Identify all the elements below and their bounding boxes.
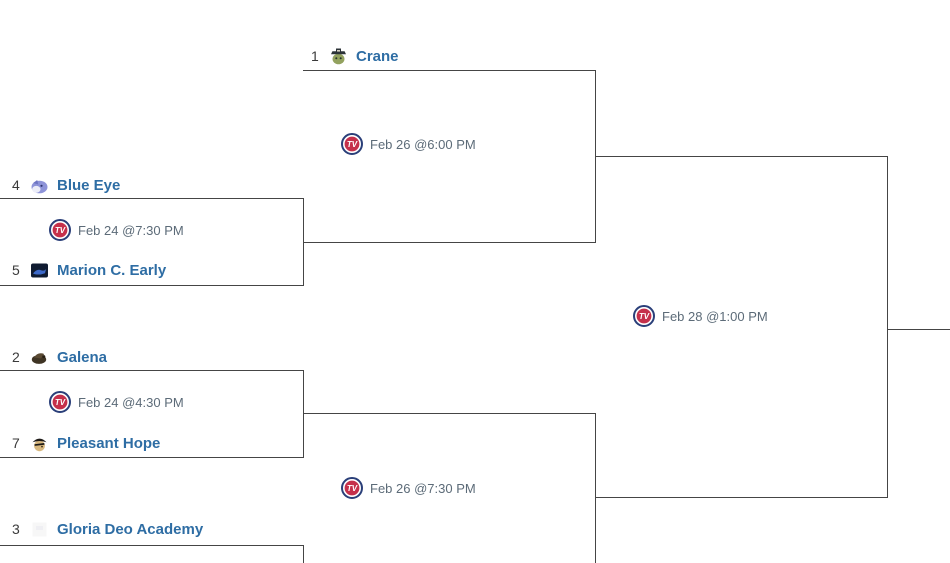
seed-number: 3 bbox=[12, 521, 20, 537]
team-link-blue-eye[interactable]: Blue Eye bbox=[57, 176, 121, 194]
bracket-line-quarterfinal-top-lower bbox=[0, 285, 304, 286]
tv-icon-letters: TV bbox=[55, 398, 66, 407]
seed-number: 4 bbox=[12, 177, 20, 193]
tv-icon[interactable]: TV bbox=[341, 477, 363, 499]
bracket-line-quarterfinal-third-right bbox=[303, 545, 304, 563]
crane-pirates-logo-icon bbox=[329, 47, 348, 66]
tv-icon[interactable]: TV bbox=[341, 133, 363, 155]
team-row-marion-c-early: 5 Marion C. Early bbox=[12, 260, 166, 280]
galena-bears-logo-icon bbox=[30, 348, 49, 367]
tv-icon[interactable]: TV bbox=[49, 219, 71, 241]
gloria-deo-academy-logo-icon bbox=[30, 520, 49, 539]
team-link-gloria-deo[interactable]: Gloria Deo Academy bbox=[57, 520, 204, 538]
tv-icon-letters: TV bbox=[347, 140, 358, 149]
seed-number: 1 bbox=[311, 48, 319, 64]
tv-icon[interactable]: TV bbox=[49, 391, 71, 413]
tv-icon-letters: TV bbox=[347, 484, 358, 493]
game-datetime: Feb 28 @1:00 PM bbox=[662, 308, 768, 324]
game-info-semifinal-bottom: TV Feb 26 @7:30 PM bbox=[341, 477, 476, 499]
team-link-pleasant-hope[interactable]: Pleasant Hope bbox=[57, 434, 161, 452]
game-info-quarterfinal-bottom: TV Feb 24 @4:30 PM bbox=[49, 391, 184, 413]
tv-icon-letters: TV bbox=[55, 226, 66, 235]
bracket-line-quarterfinal-bottom-upper bbox=[0, 370, 304, 371]
tv-icon[interactable]: TV bbox=[633, 305, 655, 327]
game-datetime: Feb 26 @6:00 PM bbox=[370, 136, 476, 152]
game-info-final: TV Feb 28 @1:00 PM bbox=[633, 305, 768, 327]
tv-icon-letters: TV bbox=[639, 312, 650, 321]
team-row-galena: 2 Galena bbox=[12, 347, 107, 367]
team-link-crane[interactable]: Crane bbox=[356, 47, 399, 65]
bracket-line-semifinal-bottom-exit bbox=[595, 497, 888, 498]
team-row-gloria-deo: 3 Gloria Deo Academy bbox=[12, 519, 203, 539]
team-link-galena[interactable]: Galena bbox=[57, 348, 108, 366]
bracket-line-quarterfinal-third-upper bbox=[0, 545, 304, 546]
seed-number: 5 bbox=[12, 262, 20, 278]
bracket-line-quarterfinal-bottom-lower bbox=[0, 457, 304, 458]
team-row-pleasant-hope: 7 Pleasant Hope bbox=[12, 433, 160, 453]
marion-c-early-panthers-logo-icon bbox=[30, 261, 49, 280]
game-info-quarterfinal-top: TV Feb 24 @7:30 PM bbox=[49, 219, 184, 241]
bracket-line-semifinal-bottom-upper bbox=[303, 413, 596, 414]
bracket-line-semifinal-top-upper bbox=[303, 70, 596, 71]
game-datetime: Feb 24 @4:30 PM bbox=[78, 394, 184, 410]
bracket-line-semifinal-top-lower bbox=[303, 242, 596, 243]
bracket-line-quarterfinal-bottom-right bbox=[303, 370, 304, 458]
bracket-line-final-right bbox=[887, 156, 888, 498]
bracket-line-quarterfinal-top-right bbox=[303, 198, 304, 286]
bracket-line-quarterfinal-top-upper bbox=[0, 198, 304, 199]
team-row-crane: 1 Crane bbox=[311, 46, 399, 66]
blue-eye-bulldogs-logo-icon bbox=[30, 176, 49, 195]
game-datetime: Feb 26 @7:30 PM bbox=[370, 480, 476, 496]
bracket-line-semifinal-bottom-right bbox=[595, 413, 596, 563]
game-datetime: Feb 24 @7:30 PM bbox=[78, 222, 184, 238]
bracket-line-champion-exit bbox=[887, 329, 950, 330]
bracket-line-final-upper bbox=[595, 156, 888, 157]
seed-number: 2 bbox=[12, 349, 20, 365]
team-row-blue-eye: 4 Blue Eye bbox=[12, 175, 120, 195]
team-link-marion-c-early[interactable]: Marion C. Early bbox=[57, 261, 167, 279]
game-info-semifinal-top: TV Feb 26 @6:00 PM bbox=[341, 133, 476, 155]
seed-number: 7 bbox=[12, 435, 20, 451]
pleasant-hope-pirates-logo-icon bbox=[30, 434, 49, 453]
